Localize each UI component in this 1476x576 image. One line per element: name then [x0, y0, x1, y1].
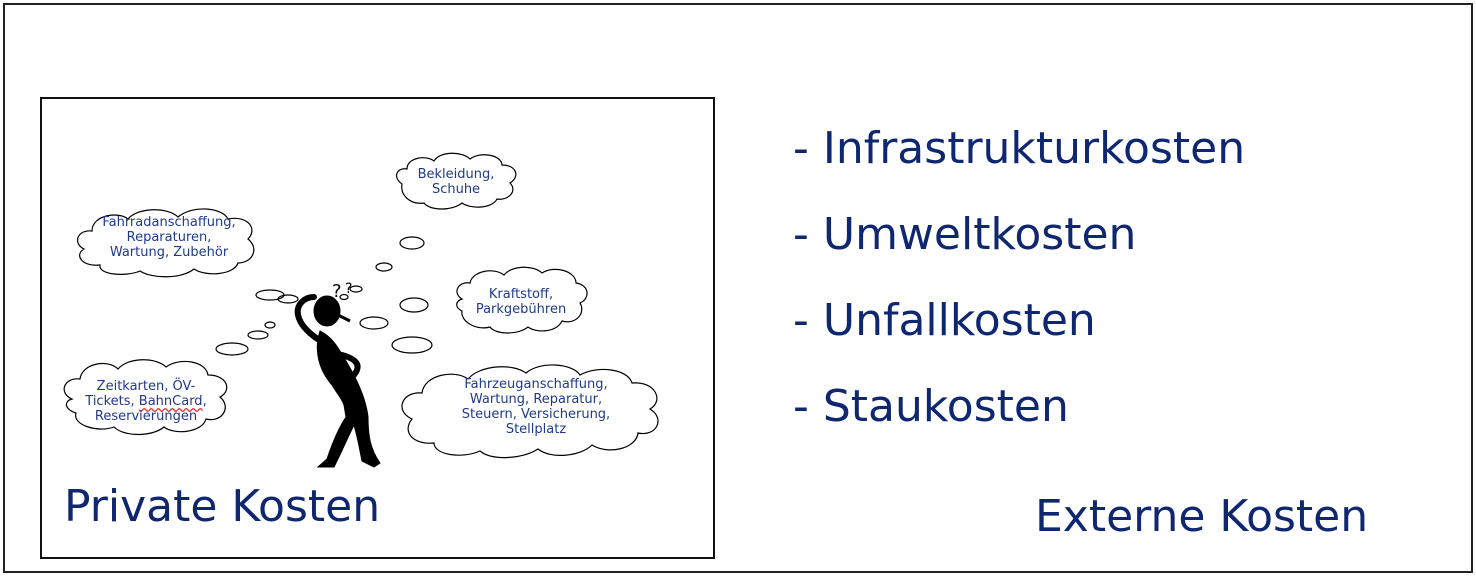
cloud-shape-fuel [456, 266, 588, 334]
cloud-bicycle: Fahrradanschaffung, Reparaturen, Wartung… [88, 215, 250, 260]
thinking-person-illustration: ? ? [63, 152, 659, 468]
cloud-shape-vehicle [401, 364, 659, 459]
cloud-vehicle-line2: Wartung, Reparatur, [469, 392, 603, 407]
private-costs-panel: ? ? Bekleidung, Schuhe Fahrradanschaffun… [40, 97, 715, 559]
cloud-clothing-line2: Schuhe [431, 182, 481, 197]
external-cost-item: - Infrastrukturkosten [793, 123, 1246, 174]
cloud-vehicle-line4: Stellplatz [505, 422, 567, 437]
cloud-bicycle-line1: Fahrradanschaffung, [102, 215, 236, 230]
external-cost-item: - Staukosten [793, 381, 1069, 432]
external-costs-title: Externe Kosten [1035, 491, 1369, 542]
cloud-transit-line2: Tickets, BahnCard, [76, 394, 216, 409]
cloud-vehicle-line1: Fahrzeuganschaffung, [464, 377, 608, 392]
question-marks: ? [332, 281, 342, 302]
cloud-transit-line1: Zeitkarten, ÖV- [96, 379, 196, 394]
external-cost-item: - Unfallkosten [793, 295, 1096, 346]
cloud-transit-line2-bahncard: BahnCard [138, 394, 203, 409]
cloud-fuel-line2: Parkgebühren [475, 302, 567, 317]
cloud-transit-line2-suffix: , [202, 394, 207, 409]
external-cost-item: - Umweltkosten [793, 209, 1137, 260]
cloud-transit-line3: Reservierungen [94, 409, 198, 424]
cloud-transit-line2-prefix: Tickets, [85, 394, 139, 409]
private-costs-title: Private Kosten [64, 481, 381, 532]
external-costs-list: - Infrastrukturkosten - Umweltkosten - U… [793, 118, 1245, 462]
thinking-stick-figure-icon [294, 294, 381, 468]
cloud-shape-transit [63, 359, 228, 436]
cloud-transit: Zeitkarten, ÖV- Tickets, BahnCard, Reser… [76, 379, 216, 424]
cloud-bicycle-line3: Wartung, Zubehör [109, 245, 229, 260]
cloud-bicycle-line2: Reparaturen, [126, 230, 212, 245]
cloud-fuel-line1: Kraftstoff, [488, 287, 554, 302]
cloud-vehicle: Fahrzeuganschaffung, Wartung, Reparatur,… [426, 377, 646, 437]
cloud-fuel: Kraftstoff, Parkgebühren [462, 287, 580, 317]
cloud-vehicle-line3: Steuern, Versicherung, [461, 407, 611, 422]
slide-frame [3, 3, 1473, 573]
cloud-shape-clothing [395, 152, 517, 210]
cloud-clothing: Bekleidung, Schuhe [408, 167, 504, 197]
cloud-clothing-line1: Bekleidung, [417, 167, 495, 182]
question-marks-small: ? [345, 281, 352, 297]
cloud-shape-bicycle [76, 208, 255, 278]
